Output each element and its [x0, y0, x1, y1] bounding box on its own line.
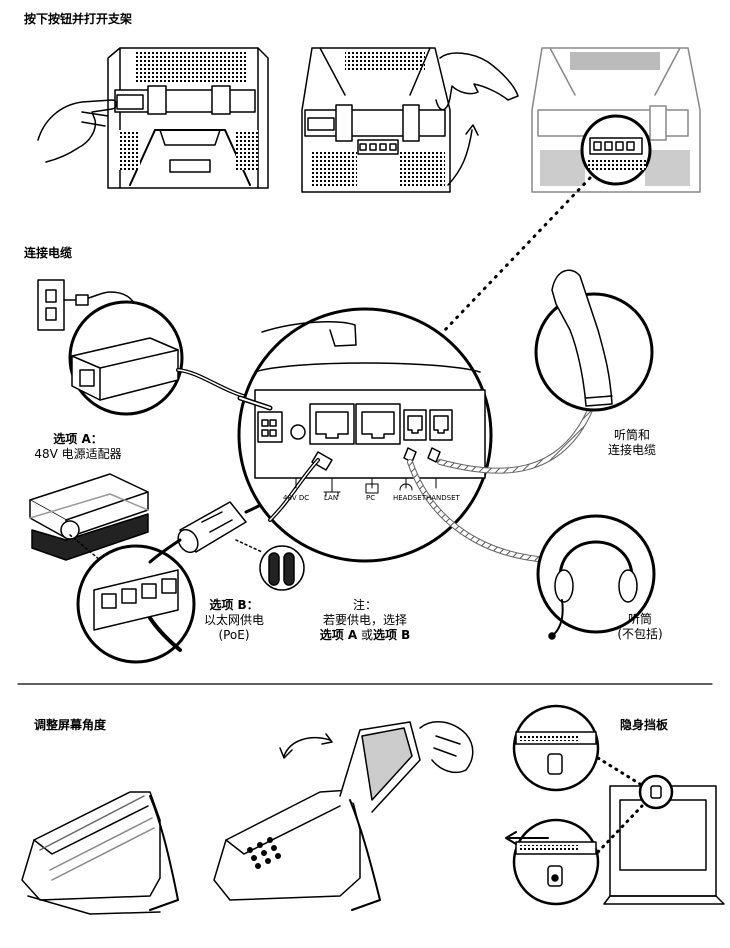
option-a-desc: 48V 电源适配器: [34, 447, 122, 461]
heading-privacy-shutter: 隐身挡板: [620, 718, 669, 732]
port-label-lan: LAN: [324, 494, 339, 502]
handset-label: 听筒和 连接电缆: [592, 428, 672, 458]
phone-back-2: [301, 47, 479, 193]
option-b-title: 选项 B：: [209, 598, 259, 612]
note-option-a: 选项 A: [319, 628, 358, 642]
headset-label: 听筒 (不包括): [600, 612, 680, 642]
handset-line1: 听筒和: [613, 428, 650, 442]
heading-open-stand: 按下按钮并打开支架: [24, 12, 133, 26]
ferrite-bead: [148, 478, 302, 564]
heading-connect-cables: 连接电缆: [24, 246, 73, 260]
note-line1: 若要供电，选择: [322, 613, 407, 627]
option-b-label: 选项 B： 以太网供电 (PoE): [184, 598, 284, 643]
option-a-title: 选项 A：: [53, 432, 103, 446]
ethernet-ports-zoom: [69, 534, 196, 664]
phone-side-view-open: [213, 721, 474, 911]
option-a-label: 选项 A： 48V 电源适配器: [28, 432, 128, 462]
port-label-pc: PC: [366, 494, 376, 502]
option-b-line1: 以太网供电: [203, 613, 264, 627]
headset-zoom: [536, 514, 656, 640]
handset-line2: 连接电缆: [607, 443, 656, 457]
note-or: 或: [357, 628, 373, 642]
option-b-line2: (PoE): [218, 628, 250, 642]
power-note: 注： 若要供电，选择 选项 A 或选项 B: [300, 598, 430, 643]
heading-adjust-angle: 调整屏幕角度: [34, 718, 107, 732]
phone-back-3: [531, 47, 701, 193]
privacy-shutter-illustration: [505, 704, 725, 906]
phone-back-1: [107, 47, 269, 189]
router-switch: [29, 473, 149, 561]
port-label-dc: 48V DC: [283, 494, 310, 502]
power-adapter-zoom: [68, 300, 252, 416]
hand-lifting-stand: [435, 52, 519, 111]
ferrite-core-icon: [235, 539, 305, 591]
phone-side-view-closed: [21, 791, 179, 915]
handset-zoom: [534, 269, 654, 412]
port-label-handset: HANDSET: [426, 494, 460, 502]
headset-line2: (不包括): [617, 627, 663, 641]
note-title: 注：: [352, 598, 377, 612]
headset-line1: 听筒: [627, 612, 652, 626]
note-option-b: 选项 B: [372, 628, 411, 642]
port-label-headset: HEADSET: [393, 494, 427, 502]
phone-ports-zoom: [237, 307, 493, 563]
hand-pressing-button: [37, 99, 118, 163]
